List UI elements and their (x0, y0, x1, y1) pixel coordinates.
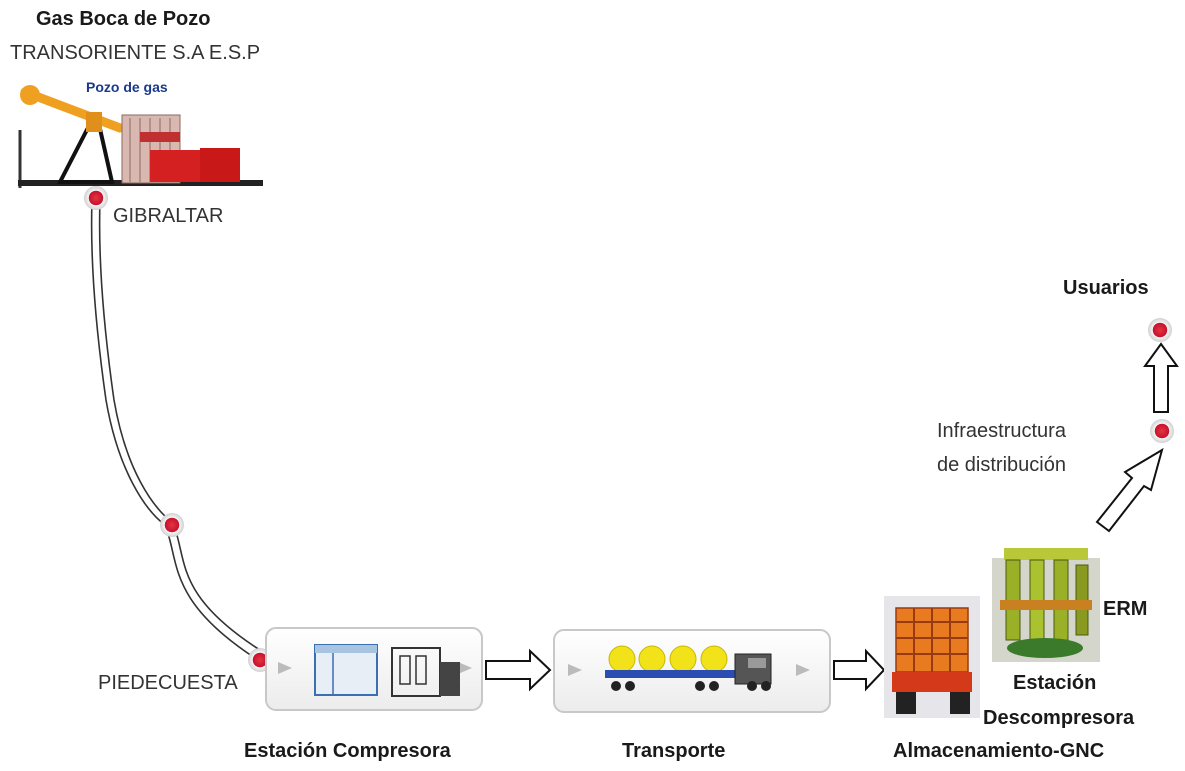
decompressor-unit-icon (992, 548, 1100, 662)
pipeline (90, 199, 264, 661)
compressor-station-icon (314, 644, 460, 697)
node-usuarios (1148, 318, 1172, 342)
well-caption: Pozo de gas (86, 79, 168, 95)
node-infra (1150, 419, 1174, 443)
usuarios-label: Usuarios (1063, 277, 1149, 299)
piedecuesta-label: PIEDECUESTA (98, 672, 238, 694)
almacenamiento-label: Almacenamiento-GNC (893, 740, 1105, 762)
tanker-truck-icon (605, 645, 772, 691)
compressor-station-box (265, 627, 483, 711)
gibraltar-label: GIBRALTAR (113, 205, 224, 227)
infraestructura-label: Infraestructura (937, 420, 1066, 442)
transporte-label: Transporte (622, 740, 726, 762)
diagram-title: Gas Boca de Pozo (36, 8, 211, 30)
node-mid (160, 513, 184, 537)
node-gibraltar (84, 186, 108, 210)
company-label: TRANSORIENTE S.A E.S.P (10, 42, 261, 64)
flow-arrow-2 (833, 648, 886, 692)
flow-arrow-3 (1095, 447, 1164, 533)
flow-arrow-4 (1143, 342, 1179, 413)
estacion-label: Estación (1013, 672, 1097, 694)
gnc-trailer-icon (884, 596, 980, 718)
descompresora-label: Descompresora (983, 707, 1135, 729)
compresora-label: Estación Compresora (244, 740, 451, 762)
pump-jack-icon: Pozo de gas (18, 79, 263, 188)
erm-label: ERM (1103, 598, 1148, 620)
transport-box (553, 629, 831, 713)
distribucion-label: de distribución (937, 454, 1066, 476)
flow-arrow-1 (485, 648, 552, 692)
